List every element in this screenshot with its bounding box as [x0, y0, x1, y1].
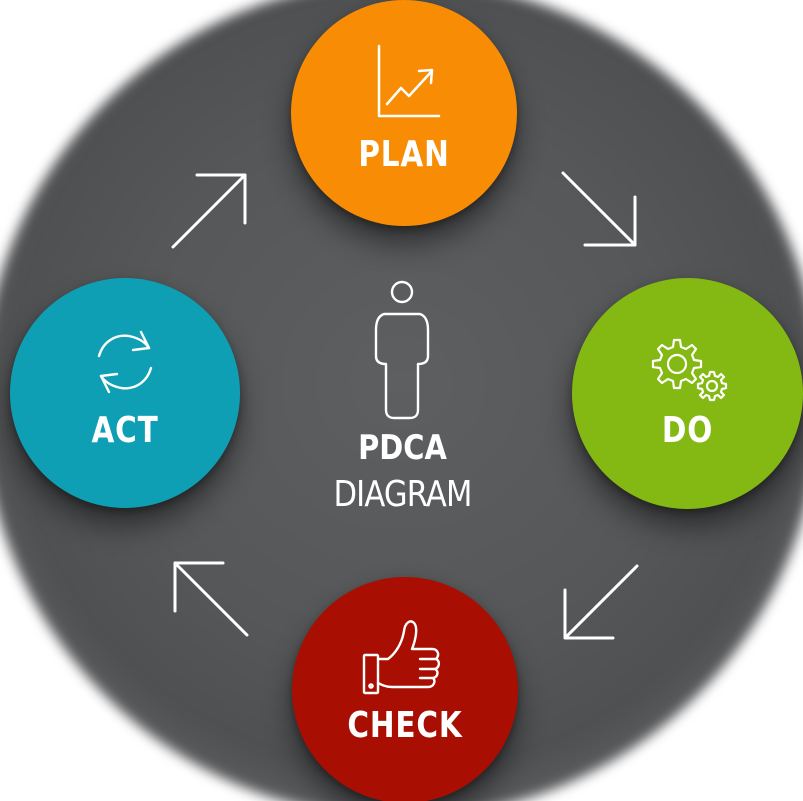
arrow-down-left-icon	[563, 564, 639, 640]
check-step: CHECK	[292, 577, 518, 801]
do-label: DO	[661, 410, 714, 451]
arrow-down-right-icon	[561, 171, 637, 247]
diagram-title: PDCA	[358, 428, 447, 468]
arrow-up-right-icon	[171, 173, 247, 249]
thumbs-up-icon	[362, 620, 441, 695]
plan-label: PLAN	[358, 134, 450, 175]
gears-icon	[651, 338, 728, 402]
plan-step: PLAN	[291, 0, 517, 226]
arrow-up-left-icon	[173, 561, 249, 637]
act-label: ACT	[91, 410, 159, 451]
do-step: DO	[572, 278, 803, 509]
refresh-cycle-icon	[97, 330, 153, 394]
diagram-subtitle: DIAGRAM	[333, 474, 472, 515]
act-step: ACT	[10, 278, 240, 508]
check-label: CHECK	[347, 705, 463, 746]
person-icon	[374, 280, 430, 420]
growth-chart-icon	[377, 44, 441, 118]
